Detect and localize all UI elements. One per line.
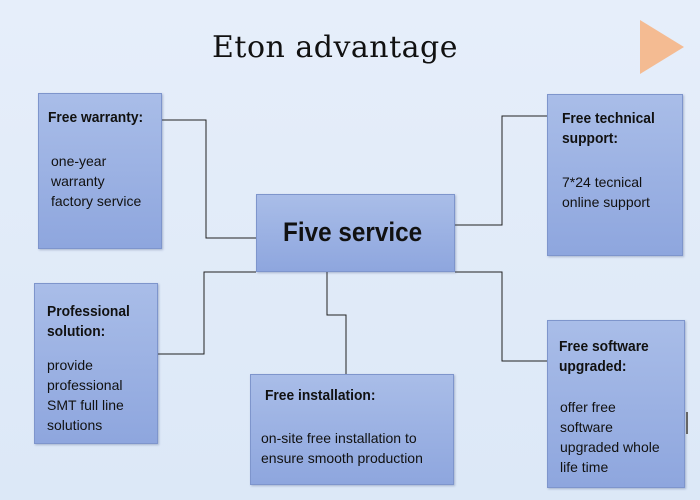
service-title: Free software upgraded: bbox=[559, 338, 649, 375]
service-box-software: Free software upgraded: offer free softw… bbox=[547, 320, 685, 488]
service-body: on-site free installation to ensure smoo… bbox=[261, 430, 423, 466]
page-title: Eton advantage bbox=[211, 30, 459, 65]
service-title: Free warranty: bbox=[48, 109, 144, 126]
service-title: Professional solution: bbox=[47, 303, 130, 340]
center-node: Five service bbox=[256, 194, 455, 272]
service-title: Free installation: bbox=[265, 387, 376, 404]
service-body: one-year warranty factory service bbox=[51, 153, 142, 209]
service-box-warranty: Free warranty: one-year warranty factory… bbox=[38, 93, 162, 249]
connector-software bbox=[455, 271, 547, 362]
service-body: provide professional SMT full line solut… bbox=[47, 357, 124, 433]
service-title: Free technical support: bbox=[562, 110, 655, 147]
connector-technical bbox=[455, 115, 547, 226]
service-box-installation: Free installation: on-site free installa… bbox=[250, 374, 454, 485]
service-box-technical: Free technical support: 7*24 tecnical on… bbox=[547, 94, 683, 256]
connector-installation bbox=[326, 272, 347, 374]
center-label: Five service bbox=[283, 217, 423, 247]
service-body: 7*24 tecnical online support bbox=[562, 174, 650, 210]
service-box-solution: Professional solution: provide professio… bbox=[34, 283, 158, 444]
connector-solution bbox=[158, 271, 256, 355]
edge-mark bbox=[686, 412, 688, 434]
connector-warranty bbox=[162, 119, 256, 239]
service-body: offer free software upgraded whole life … bbox=[560, 399, 660, 475]
play-triangle-icon bbox=[640, 20, 684, 74]
